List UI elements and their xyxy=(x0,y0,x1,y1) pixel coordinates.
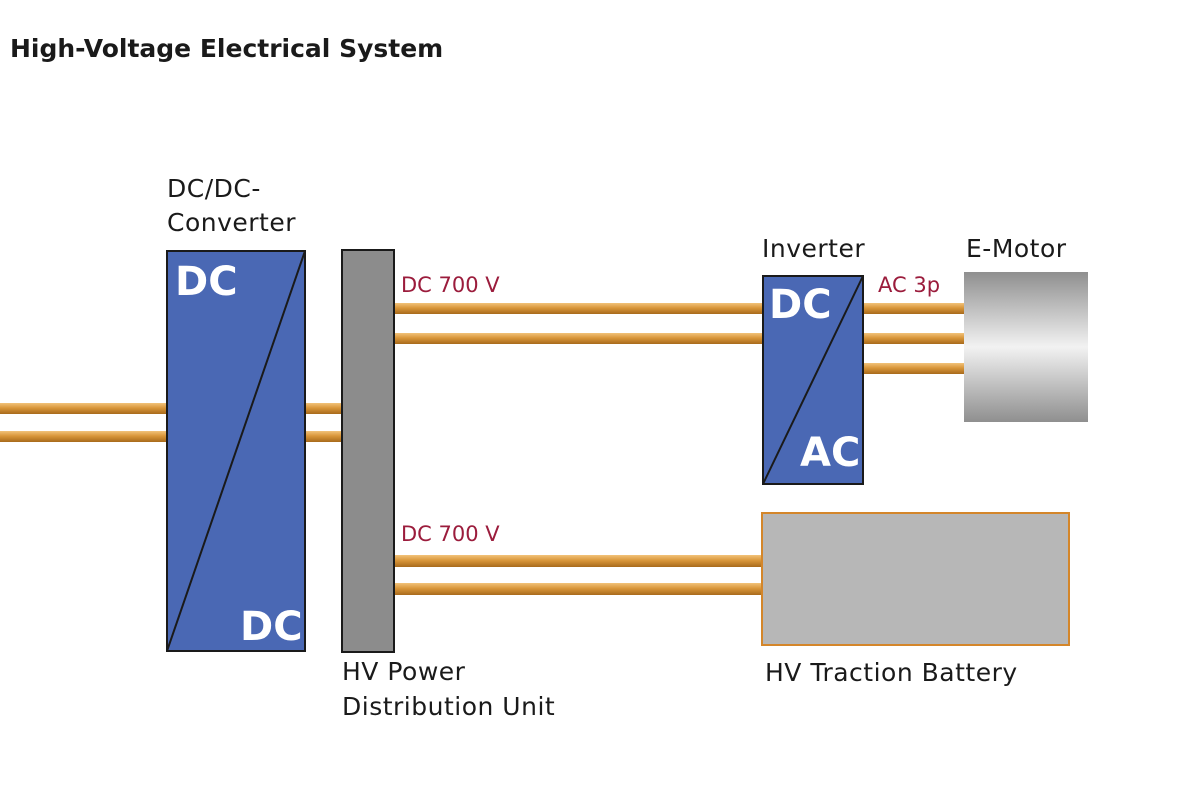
dcdc-diagonal xyxy=(166,250,306,652)
voltage-label-upper: DC 700 V xyxy=(401,273,500,297)
cable-inverter-motor-1 xyxy=(862,303,965,314)
cable-dcdc-pdu-lower xyxy=(305,431,344,442)
dcdc-bottom-symbol: DC xyxy=(240,604,303,650)
cable-pdu-battery-lower xyxy=(394,583,763,595)
inverter-top-symbol: DC xyxy=(769,282,832,328)
dcdc-label-line2: Converter xyxy=(167,208,296,237)
pdu-box xyxy=(341,249,395,653)
battery-label: HV Traction Battery xyxy=(765,658,1018,687)
cable-dcdc-pdu-upper xyxy=(305,403,344,414)
cable-pdu-inverter-lower xyxy=(394,333,764,344)
hv-cables xyxy=(0,303,965,595)
voltage-label-ac: AC 3p xyxy=(878,273,940,297)
dcdc-top-symbol: DC xyxy=(175,259,238,305)
voltage-label-lower: DC 700 V xyxy=(401,522,500,546)
cable-inverter-motor-3 xyxy=(862,363,965,374)
diagram-title: High-Voltage Electrical System xyxy=(10,34,443,63)
e-motor-box xyxy=(964,272,1088,422)
battery-box xyxy=(761,512,1070,646)
inverter-label: Inverter xyxy=(762,234,865,263)
dcdc-converter: DC/DC- Converter DC DC xyxy=(166,174,306,652)
traction-battery: HV Traction Battery xyxy=(761,512,1070,687)
cable-input-lower xyxy=(0,431,170,442)
e-motor: E-Motor xyxy=(964,234,1088,422)
dcdc-label-line1: DC/DC- xyxy=(167,174,261,203)
cable-inverter-motor-2 xyxy=(862,333,965,344)
inverter-bottom-symbol: AC xyxy=(800,430,860,476)
inverter: Inverter DC AC xyxy=(762,234,865,485)
e-motor-label: E-Motor xyxy=(966,234,1067,263)
pdu-label-line1: HV Power xyxy=(342,657,466,686)
cable-input-upper xyxy=(0,403,170,414)
pdu-label-line2: Distribution Unit xyxy=(342,692,555,721)
power-distribution-unit: HV Power Distribution Unit xyxy=(341,249,555,721)
cable-pdu-battery-upper xyxy=(394,555,763,567)
cable-pdu-inverter-upper xyxy=(394,303,764,314)
inverter-diagonal xyxy=(762,275,864,485)
